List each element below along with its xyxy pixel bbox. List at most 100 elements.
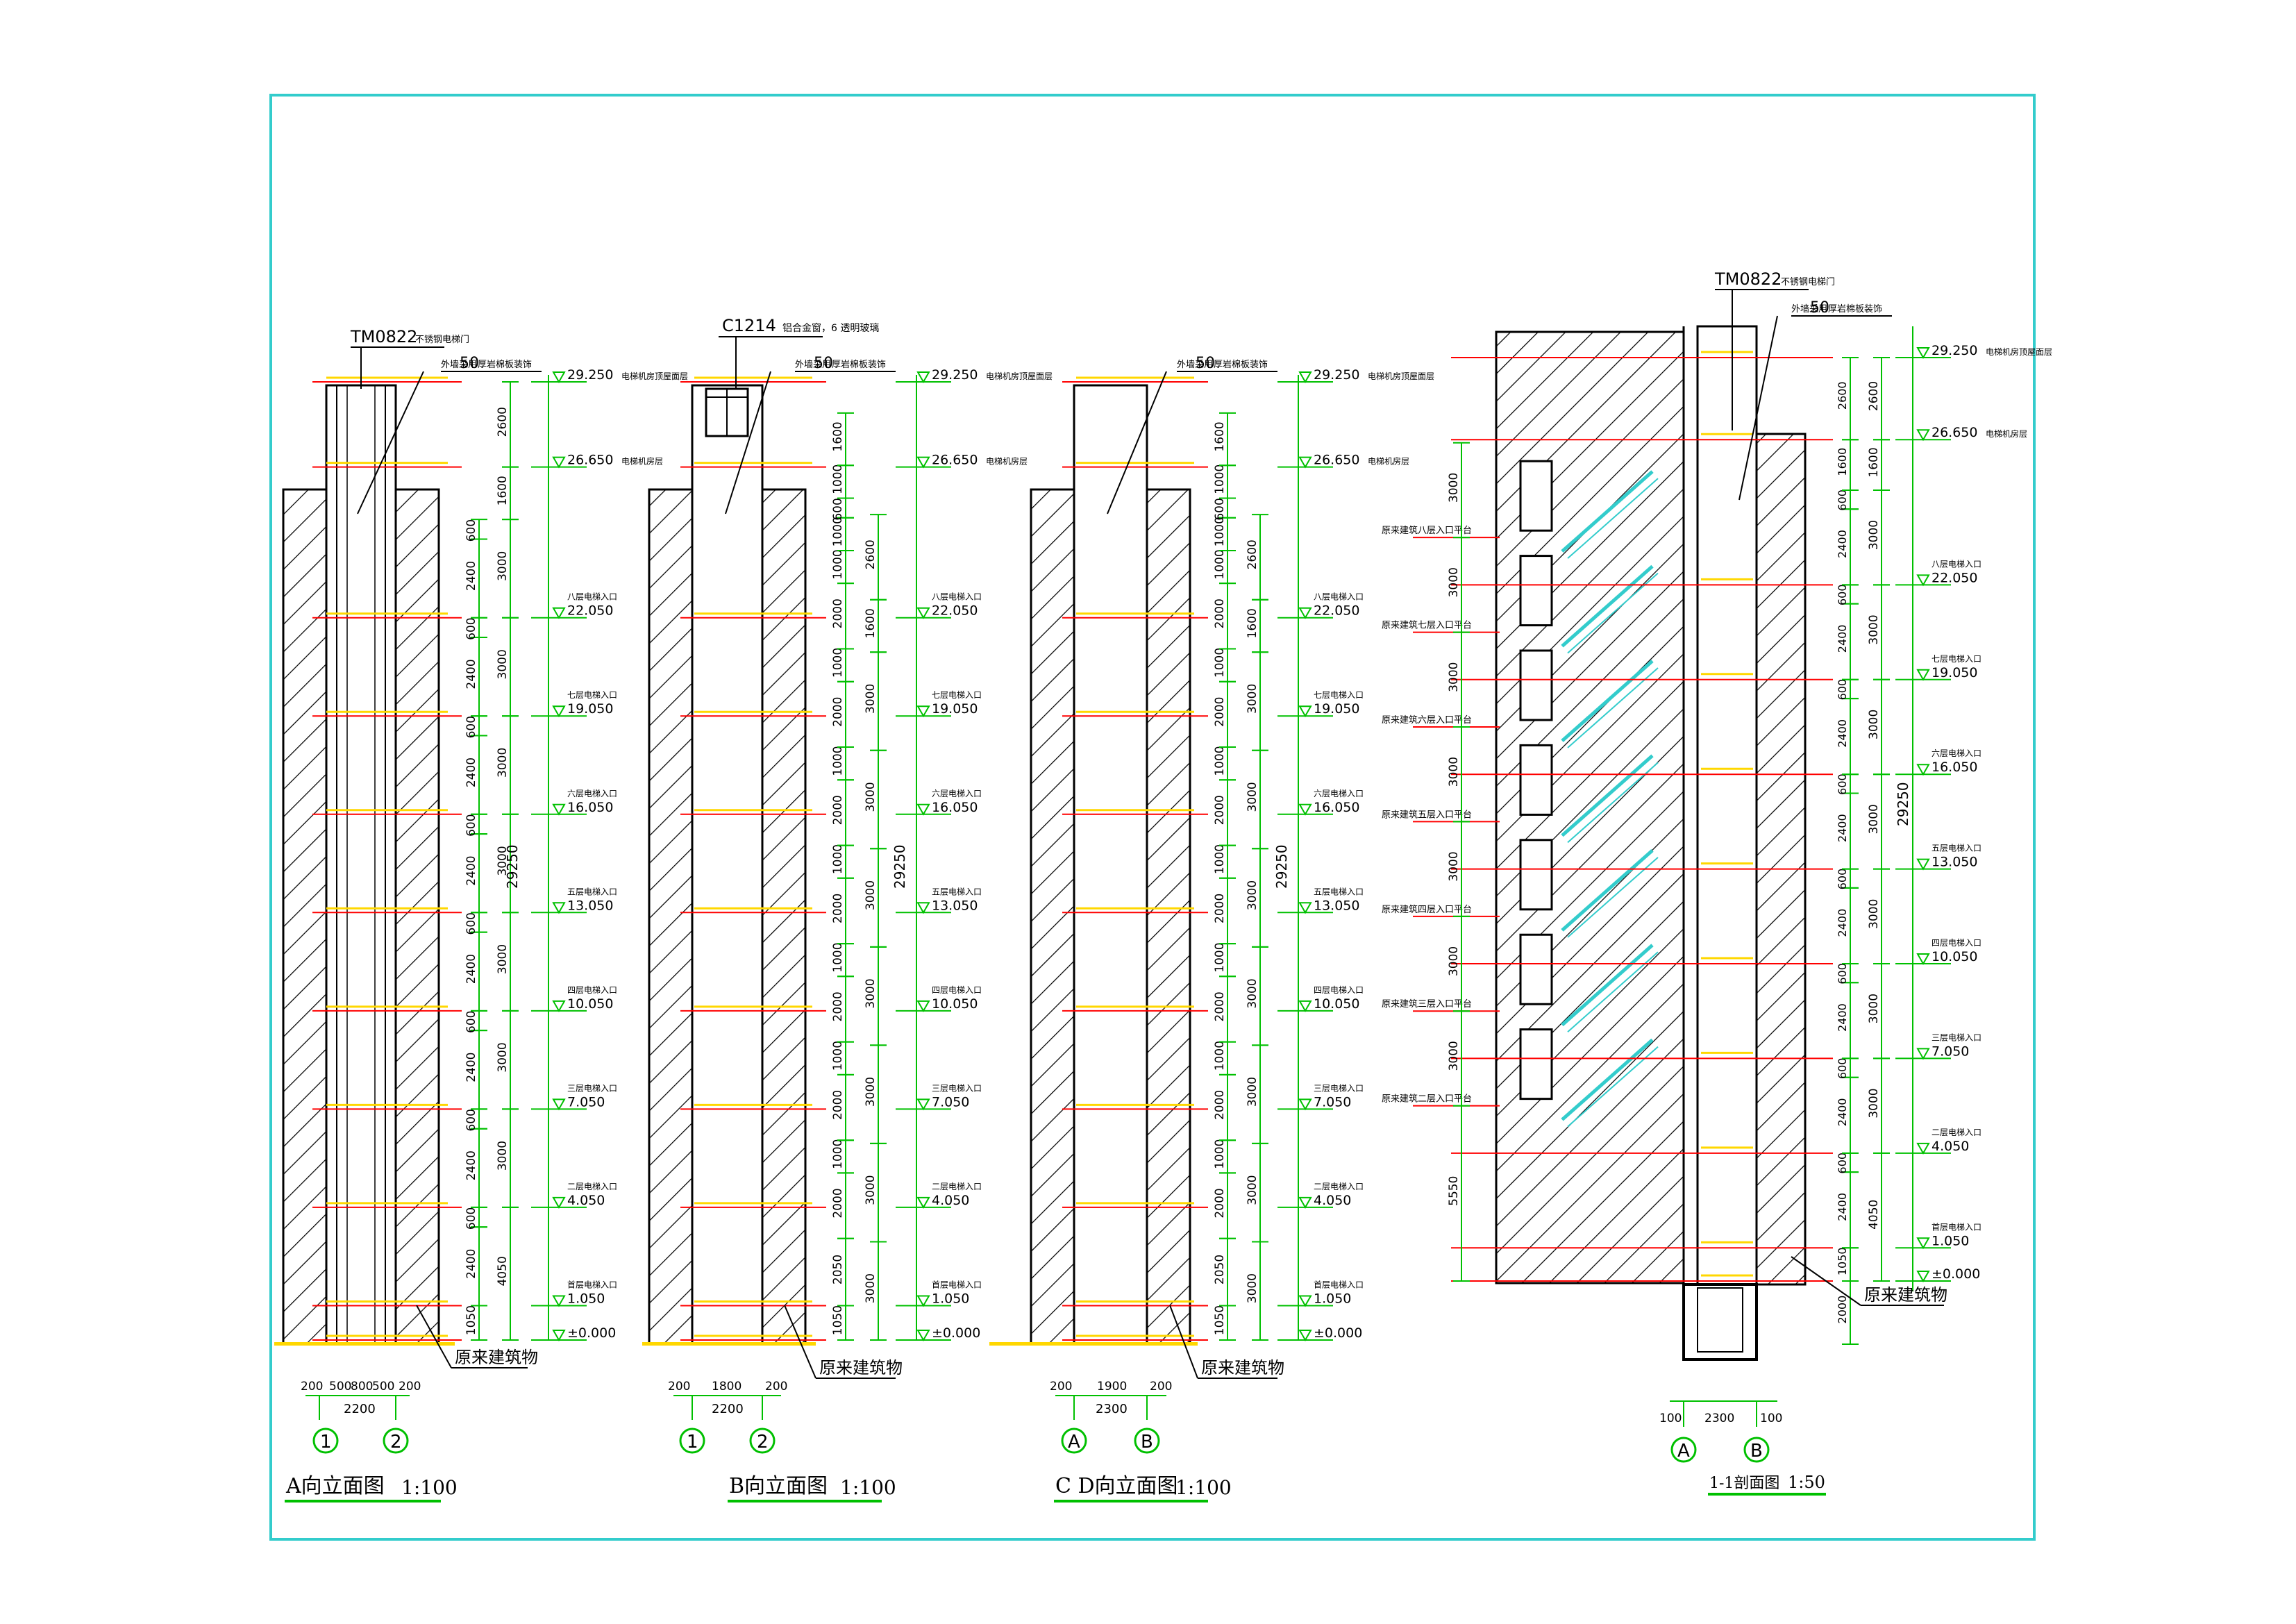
level-marker-triangle bbox=[1916, 669, 1930, 681]
level-marker-triangle bbox=[552, 902, 566, 914]
dim-a-value: 600 bbox=[464, 1011, 478, 1033]
level-value: 10.050 bbox=[932, 996, 978, 1012]
level-name: 三层电梯入口 bbox=[932, 1083, 982, 1093]
wall-note-number: 50 bbox=[1810, 299, 1829, 317]
dim-a-value: 600 bbox=[1213, 498, 1227, 520]
total-height: 29250 bbox=[1273, 844, 1290, 889]
level-marker-triangle bbox=[1916, 1237, 1930, 1250]
dim-a-value: 2400 bbox=[1836, 814, 1849, 842]
dim-b-value: 3000 bbox=[1867, 1088, 1881, 1118]
dim-a-value: 2400 bbox=[1836, 909, 1849, 937]
window-opening bbox=[1519, 839, 1553, 911]
dim-a-value: 2000 bbox=[831, 795, 845, 825]
level-marker-triangle bbox=[916, 902, 930, 914]
dim-b-value: 1600 bbox=[1246, 608, 1259, 638]
dim-b-value: 2600 bbox=[1867, 381, 1881, 411]
dim-b-value: 1600 bbox=[496, 476, 510, 505]
platform-label: 原来建筑五层入口平台 bbox=[1382, 809, 1472, 820]
dim-a-value: 600 bbox=[464, 617, 478, 639]
platform-label: 原来建筑四层入口平台 bbox=[1382, 904, 1472, 915]
dim-b-value: 3000 bbox=[496, 649, 510, 679]
window-tag: C1214 bbox=[722, 316, 776, 335]
axis-label-b: B bbox=[1750, 1441, 1763, 1462]
stair-flight bbox=[1567, 667, 1659, 748]
total-height: 29250 bbox=[504, 844, 521, 889]
level-name: 电梯机房顶屋面层 bbox=[1986, 346, 2052, 357]
wall-note-number: 50 bbox=[814, 355, 833, 372]
stair-flight bbox=[1561, 564, 1654, 648]
level-value: 13.050 bbox=[932, 898, 978, 913]
level-name: 电梯机房顶屋面层 bbox=[986, 371, 1053, 381]
axis-bubble-2 bbox=[383, 1428, 409, 1454]
dim-a-value: 2000 bbox=[831, 991, 845, 1021]
dim-a-value: 2400 bbox=[464, 954, 478, 984]
ground-line bbox=[989, 1342, 1198, 1346]
level-value: 26.650 bbox=[1932, 425, 1977, 440]
level-marker-triangle bbox=[1916, 953, 1930, 966]
dim-a-value: 2000 bbox=[1213, 795, 1227, 825]
stair-flight bbox=[1561, 848, 1654, 932]
level-value: 19.050 bbox=[932, 701, 978, 717]
dim-a-value: 2000 bbox=[1213, 1188, 1227, 1218]
level-marker-triangle bbox=[916, 1196, 930, 1209]
level-marker-triangle bbox=[1916, 1142, 1930, 1155]
dim-a-value: 2000 bbox=[831, 598, 845, 628]
level-value: 22.050 bbox=[1932, 570, 1977, 585]
dim-a-value: 2400 bbox=[1836, 719, 1849, 748]
dim-a-value: 2400 bbox=[464, 855, 478, 885]
level-lines bbox=[680, 376, 826, 1341]
level-name: 二层电梯入口 bbox=[932, 1182, 982, 1191]
elevation-a: 原来建筑物 TM0822 不锈钢电梯门 外墙采用 50 厚岩棉板装饰 10502… bbox=[274, 327, 688, 1502]
dim-a-value: 2000 bbox=[1836, 1296, 1849, 1324]
section-1-1: 原来建筑二层入口平台原来建筑三层入口平台原来建筑四层入口平台原来建筑五层入口平台… bbox=[1382, 269, 2052, 1496]
level-name: 五层电梯入口 bbox=[1932, 844, 1981, 853]
total-height: 29250 bbox=[891, 844, 908, 889]
level-name: 六层电梯入口 bbox=[932, 789, 982, 798]
ground-line bbox=[274, 1342, 455, 1346]
level-value: 4.050 bbox=[1314, 1193, 1351, 1208]
level-value: 29.250 bbox=[932, 367, 978, 383]
platform-label: 原来建筑六层入口平台 bbox=[1382, 714, 1472, 726]
dim-a-value: 600 bbox=[1836, 1153, 1849, 1174]
stair-flights bbox=[1561, 470, 1659, 1128]
wall-note-prefix: 外墙采用 bbox=[795, 360, 831, 370]
existing-building-right bbox=[1755, 433, 1807, 1286]
level-value: 13.050 bbox=[567, 898, 613, 913]
view-title: C D向立面图 bbox=[1055, 1474, 1178, 1498]
dim-a-value: 2400 bbox=[464, 659, 478, 689]
window-opening bbox=[1519, 744, 1553, 816]
existing-building-left bbox=[648, 488, 694, 1345]
level-markers: ±0.0001.050首层电梯入口4.050二层电梯入口7.050三层电梯入口1… bbox=[1895, 343, 2052, 1283]
level-name: 六层电梯入口 bbox=[1314, 789, 1364, 798]
level-value: 1.050 bbox=[567, 1291, 605, 1306]
dim-a-value: 1600 bbox=[1836, 448, 1849, 476]
dim-b-value: 3000 bbox=[496, 748, 510, 778]
stair-flight bbox=[1567, 762, 1659, 844]
dim-left-value: 3000 bbox=[1447, 851, 1461, 881]
level-marker-triangle bbox=[1916, 347, 1930, 360]
dim-a-value: 1000 bbox=[831, 517, 845, 546]
level-markers: ±0.0001.050首层电梯入口4.050二层电梯入口7.050三层电梯入口1… bbox=[531, 367, 688, 1342]
level-value: 26.650 bbox=[567, 453, 613, 468]
stair-flight bbox=[1561, 754, 1654, 837]
dim-a-value: 2400 bbox=[1836, 625, 1849, 653]
elevation-cd: 原来建筑物 外墙采用 50 厚岩棉板装饰 1050205020001000200… bbox=[989, 355, 1434, 1502]
level-name: 二层电梯入口 bbox=[567, 1182, 617, 1191]
level-value: 4.050 bbox=[1932, 1139, 1969, 1154]
dim-a-value: 600 bbox=[464, 1109, 478, 1131]
level-name: 五层电梯入口 bbox=[1314, 887, 1364, 896]
dim-a-value: 2400 bbox=[464, 1053, 478, 1082]
level-name: 六层电梯入口 bbox=[567, 789, 617, 798]
level-marker-triangle bbox=[916, 607, 930, 619]
level-marker-triangle bbox=[552, 371, 566, 384]
dim-a-value: 2400 bbox=[1836, 530, 1849, 558]
leader-existing-building bbox=[416, 1305, 452, 1368]
platform-labels: 原来建筑二层入口平台原来建筑三层入口平台原来建筑四层入口平台原来建筑五层入口平台… bbox=[1382, 525, 1500, 1107]
view-scale: 1:100 bbox=[401, 1476, 458, 1499]
dim-a-value: 2050 bbox=[1213, 1255, 1227, 1284]
dim-b-value: 3000 bbox=[496, 1141, 510, 1171]
level-value: ±0.000 bbox=[932, 1325, 980, 1341]
level-lines bbox=[1062, 376, 1208, 1341]
dim-a-value: 600 bbox=[1836, 489, 1849, 511]
level-value: ±0.000 bbox=[1932, 1266, 1980, 1282]
